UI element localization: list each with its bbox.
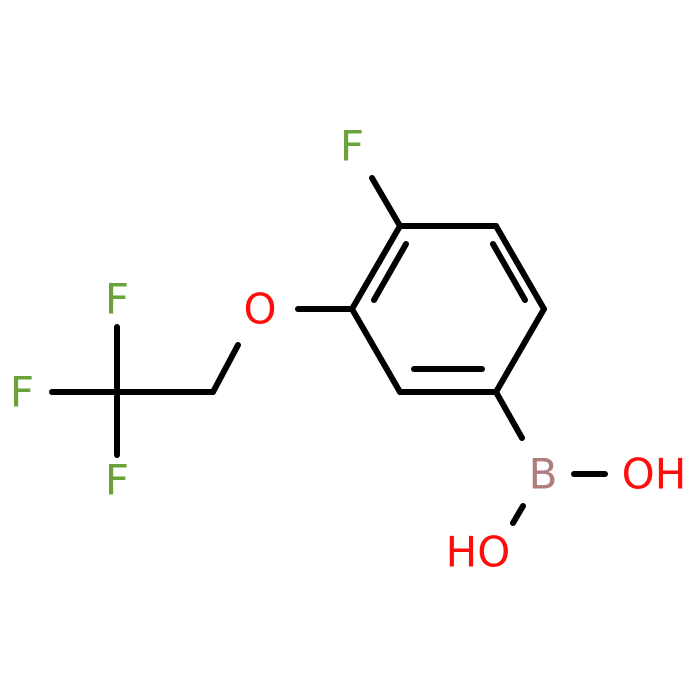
- ring-bond-bottom-right: [493, 306, 547, 395]
- bond-ring-to-fluorine: [369, 175, 403, 229]
- fluorine-label-cf3-left: F: [10, 368, 34, 417]
- fluorine-label-cf3-top: F: [105, 275, 129, 324]
- hydroxyl-label-bottom: HO: [446, 528, 511, 577]
- ring-inner-double-bond-left: [371, 241, 409, 303]
- ring-inner-double-bond-right: [490, 241, 528, 303]
- ring-bond-bottom-left: [349, 306, 403, 395]
- bond-oxygen-to-ch2: [210, 342, 241, 395]
- fluorine-label-cf3-bottom: F: [105, 456, 129, 505]
- hydroxyl-label-right: OH: [622, 450, 687, 499]
- ring-bond-top-right: [493, 223, 547, 312]
- boron-label: B: [529, 450, 558, 499]
- ring-bond-top-left: [349, 223, 403, 312]
- fluorine-label-top: F: [340, 122, 364, 171]
- bond-ring-to-boron: [493, 389, 525, 441]
- bond-boron-to-ho: [510, 503, 526, 526]
- oxygen-ether-label: O: [243, 285, 276, 334]
